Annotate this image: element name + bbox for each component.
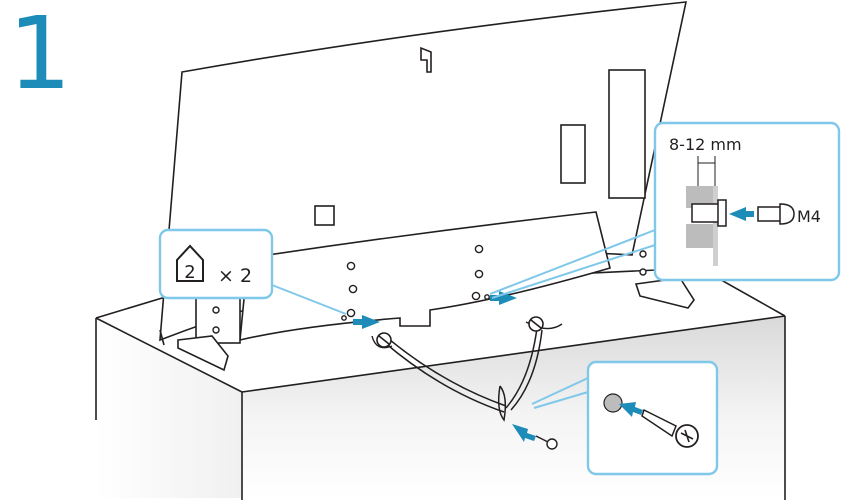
tv-vent-right (609, 70, 645, 198)
hole (213, 327, 219, 333)
step-number: 1 (8, 0, 72, 112)
tv-port-cover (315, 206, 334, 225)
screw-in-place (692, 200, 726, 226)
hole (485, 295, 489, 299)
screw-size-label: M4 (797, 207, 821, 226)
hole (472, 292, 479, 299)
measurement-label: 8-12 mm (669, 135, 742, 154)
tv-right-foot (636, 278, 694, 308)
hole (475, 245, 482, 252)
hole (475, 270, 482, 277)
part-quantity: × 2 (218, 265, 252, 287)
part-number: 2 (184, 262, 195, 283)
hole (347, 262, 354, 269)
hole (640, 269, 646, 275)
hole (347, 309, 354, 316)
wood-screw-small-head (547, 439, 557, 449)
tv-back (160, 2, 694, 370)
hole (213, 307, 219, 313)
m4-screw-icon (758, 204, 794, 224)
tv-vent-left (561, 125, 585, 183)
bracket-block-bottom (686, 224, 716, 248)
wall-hole (604, 394, 622, 412)
hole (342, 316, 346, 320)
hole (349, 285, 356, 292)
hole (640, 251, 646, 257)
